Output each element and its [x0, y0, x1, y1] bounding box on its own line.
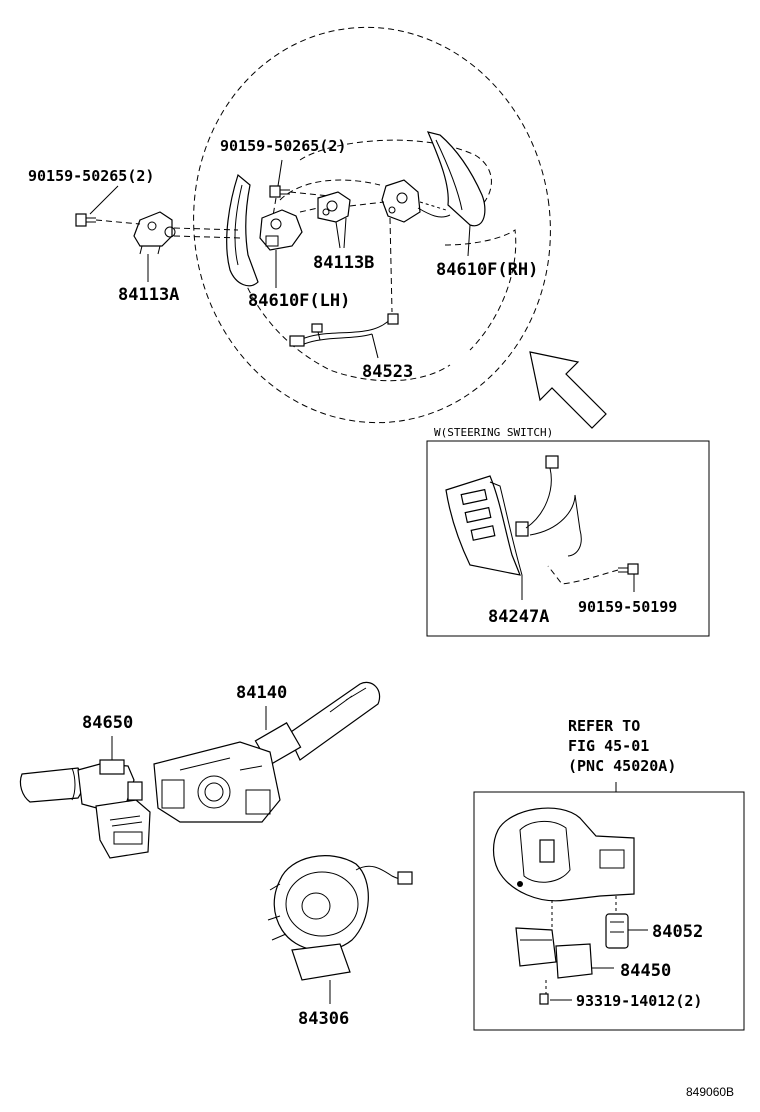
diagram-id: 849060B — [686, 1085, 734, 1099]
spiral-cable-84306[interactable] — [267, 855, 413, 981]
label-84523: 84523 — [362, 362, 413, 382]
bolt-left-icon[interactable] — [75, 213, 96, 227]
label-84113b: 84113B — [313, 253, 374, 273]
screw-93319-icon[interactable] — [539, 900, 553, 1005]
label-84140: 84140 — [236, 683, 287, 703]
label-84113a: 84113A — [118, 285, 179, 305]
label-84306: 84306 — [298, 1009, 349, 1029]
steering-switch-84247a[interactable] — [445, 455, 582, 576]
label-84247a: 84247A — [488, 607, 549, 627]
label-bolt-top: 90159-50265(2) — [220, 137, 346, 155]
switch-84650[interactable] — [19, 759, 151, 859]
spoke-trim-lh[interactable] — [226, 173, 259, 287]
label-84052: 84052 — [652, 922, 703, 942]
label-refer-line3: (PNC 45020A) — [568, 757, 676, 775]
bracket-lh-mounted[interactable] — [259, 209, 303, 251]
label-refer-line2: FIG 45-01 — [568, 737, 649, 755]
label-84610f-rh: 84610F(RH) — [436, 260, 538, 280]
labels: 90159-50265(2) 90159-50265(2) 84113A 841… — [28, 137, 734, 1099]
bracket-84113b[interactable] — [317, 191, 351, 223]
label-84650: 84650 — [82, 713, 133, 733]
bolt-top-icon[interactable] — [269, 185, 290, 198]
label-93319: 93319-14012(2) — [576, 992, 702, 1010]
steering-wheel-outline — [193, 26, 551, 424]
bracket-84113a[interactable] — [133, 211, 176, 255]
spoke-trim-rh[interactable] — [426, 131, 486, 227]
part-84450[interactable] — [515, 927, 593, 979]
inset-arrow-icon — [529, 351, 607, 429]
ignition-box — [473, 791, 745, 1031]
wire-harness-84523[interactable] — [289, 313, 399, 347]
screw-90159-50199-icon[interactable] — [618, 563, 639, 575]
label-84450: 84450 — [620, 961, 671, 981]
switch-84140[interactable] — [153, 681, 381, 823]
label-90159-50199: 90159-50199 — [578, 598, 677, 616]
ignition-lock-assembly[interactable] — [492, 807, 635, 902]
leaders-top — [89, 159, 471, 359]
label-refer-line1: REFER TO — [568, 717, 640, 735]
label-bolt-left: 90159-50265(2) — [28, 167, 154, 185]
part-84052[interactable] — [605, 896, 629, 949]
label-84610f-lh: 84610F(LH) — [248, 291, 350, 311]
bracket-rh-mounted[interactable] — [381, 179, 421, 223]
steering-switch-inset — [426, 440, 710, 637]
label-inset-title: W(STEERING SWITCH) — [434, 426, 553, 439]
